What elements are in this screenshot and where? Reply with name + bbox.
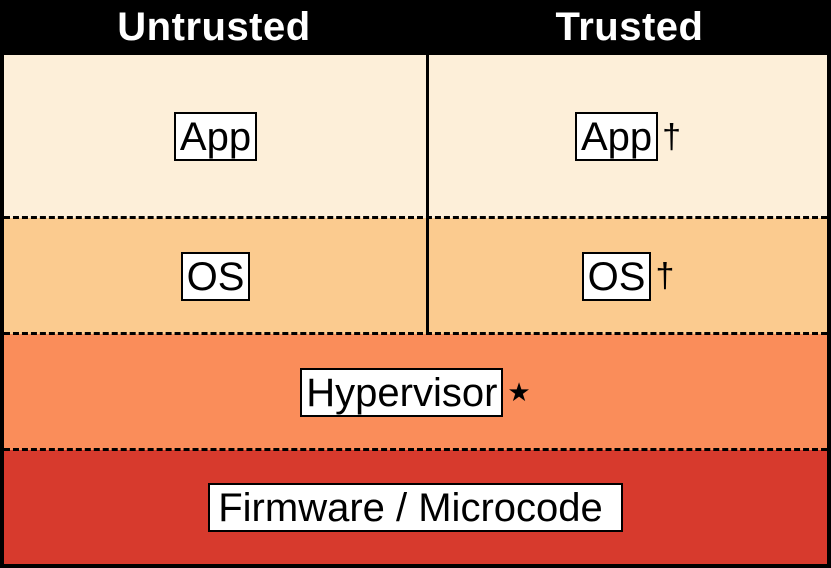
dashed-divider-hypervisor-firmware [4, 448, 827, 451]
header-untrusted: Untrusted [117, 5, 311, 49]
os-untrusted-band: OS [4, 218, 427, 334]
star-icon: ★ [507, 377, 531, 407]
hypervisor-label: Hypervisor [300, 367, 504, 417]
dagger-icon: † [655, 257, 675, 295]
firmware-band: Firmware / Microcode [4, 450, 827, 564]
app-trusted-band: App † [429, 55, 827, 218]
firmware-label-wrap: Firmware / Microcode [208, 482, 623, 532]
header-trusted: Trusted [555, 5, 704, 49]
os-untrusted-label-wrap: OS [180, 251, 251, 301]
dagger-icon: † [662, 117, 682, 156]
app-untrusted-label-wrap: App [173, 112, 258, 161]
firmware-label: Firmware / Microcode [208, 482, 623, 532]
column-divider [426, 55, 429, 334]
dashed-divider-os-hypervisor [4, 332, 827, 335]
app-trusted-label-wrap: App † [574, 112, 682, 161]
os-trusted-label-wrap: OS † [581, 251, 675, 301]
os-trusted-band: OS † [429, 218, 827, 334]
dashed-divider-app-os [4, 216, 827, 219]
app-untrusted-band: App [4, 55, 427, 218]
hypervisor-band: Hypervisor ★ [4, 334, 827, 450]
hypervisor-label-wrap: Hypervisor ★ [300, 367, 531, 417]
app-untrusted-label: App [173, 112, 258, 161]
app-trusted-label: App [574, 112, 659, 161]
os-untrusted-label: OS [180, 251, 251, 301]
os-trusted-label: OS [581, 251, 652, 301]
